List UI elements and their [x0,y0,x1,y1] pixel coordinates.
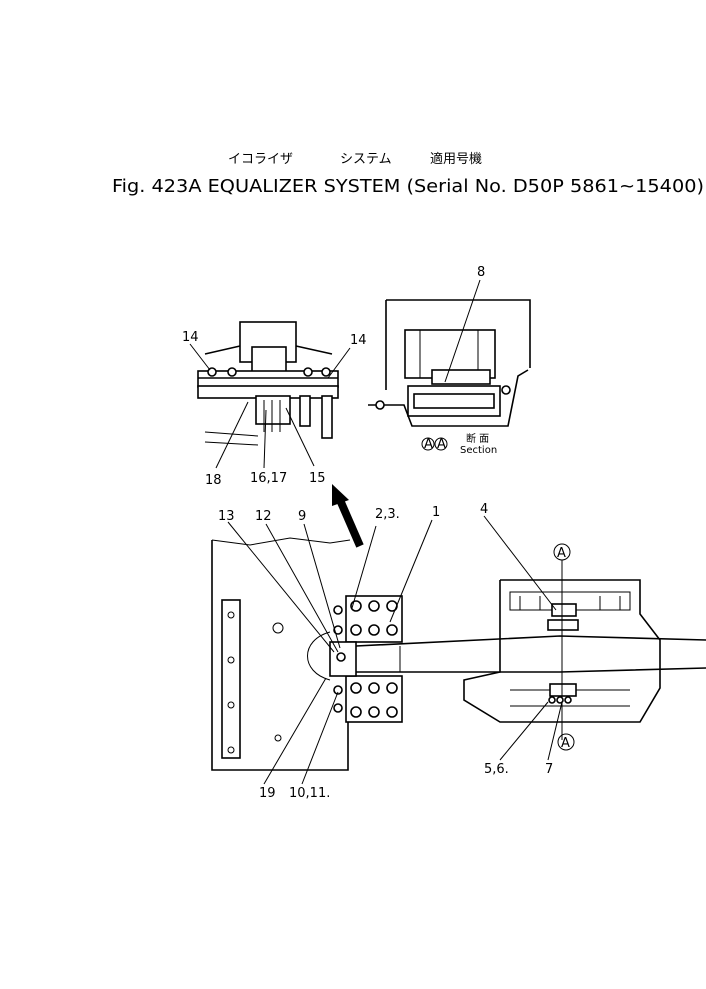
track-frame-saddle-view: A A [463,543,661,751]
part-label-2-3: 2,3. [375,507,400,522]
title-jp-equalizer: イコライザ [228,152,293,167]
frame-and-bracket-view [211,537,403,771]
title-jp-applicable: 適用号機 [430,151,482,167]
part-labels: 8 14 14 18 16,17 15 13 12 9 2,3. 1 4 5,6… [182,265,553,801]
title-block: イコライザ システム 適用号機 Fig. 423A EQUALIZER SYST… [112,151,704,197]
section-marker-a1: A [424,437,433,452]
front-view-detail [197,321,339,446]
part-label-7: 7 [545,762,553,777]
part-label-19: 19 [259,786,276,801]
part-label-5-6: 5,6. [484,762,509,777]
part-label-14-left: 14 [182,330,199,345]
part-label-18: 18 [205,473,222,488]
section-marker-a-top: A [557,546,566,561]
section-en-label: Section [460,445,497,456]
part-label-8: 8 [477,265,485,280]
section-marker-a2: A [437,437,446,452]
part-label-16-17: 16,17 [250,471,287,486]
leader-lines [189,279,563,785]
part-label-1: 1 [432,505,440,520]
part-label-13: 13 [218,509,235,524]
view-direction-arrow [332,484,364,548]
equalizer-bar [355,635,706,673]
part-label-12: 12 [255,509,272,524]
section-view-aa: A A 断 面 Section [368,299,531,456]
part-label-9: 9 [298,509,306,524]
part-label-10-11: 10,11. [289,786,330,801]
part-label-14-right: 14 [350,333,367,348]
title-jp-system: システム [340,152,392,167]
part-label-15: 15 [309,471,326,486]
section-marker-a-bottom: A [561,736,570,751]
part-label-4: 4 [480,502,488,517]
figure-title: Fig. 423A EQUALIZER SYSTEM (Serial No. D… [112,176,704,197]
section-jp-label: 断 面 [466,432,489,445]
